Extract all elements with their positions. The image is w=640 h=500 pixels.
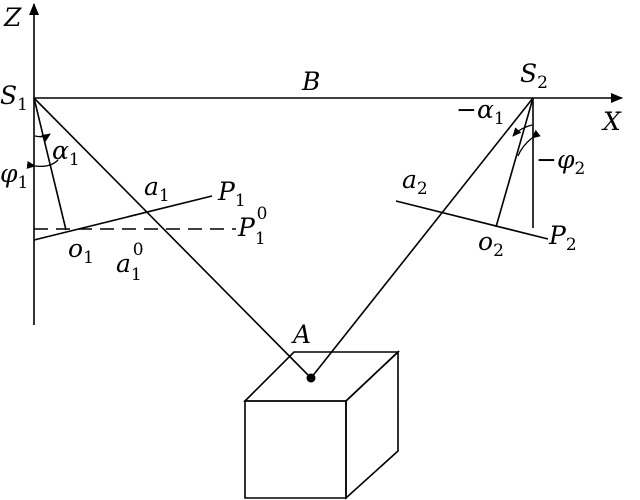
label-a2: a2 xyxy=(402,165,428,199)
label-alpha1-left: α1 xyxy=(52,136,80,170)
label-phi1: φ1 xyxy=(0,159,28,193)
label-phi2: −φ2 xyxy=(536,145,585,179)
label-o2: o2 xyxy=(478,227,504,261)
label-a1-0: a10 xyxy=(116,240,144,285)
principal-ray-s1-o1 xyxy=(33,97,67,231)
image-plane-p2 xyxy=(395,200,549,240)
label-o1: o1 xyxy=(68,234,94,268)
label-a: A xyxy=(291,320,311,349)
ray-s1-to-a xyxy=(33,97,312,379)
point-a-dot xyxy=(306,373,316,383)
z-axis-label: Z xyxy=(3,3,22,32)
label-a1: a1 xyxy=(144,172,170,206)
angle-arc-phi1 xyxy=(26,159,59,169)
cube-object xyxy=(243,350,401,500)
label-p1-0: P10 xyxy=(237,204,267,249)
angle-arc-alpha1-left xyxy=(34,133,51,142)
x-axis-label: X xyxy=(601,107,622,136)
label-s1: S1 xyxy=(0,81,28,115)
label-p2: P2 xyxy=(548,221,577,255)
principal-ray-s2-o2 xyxy=(495,97,534,228)
label-s2: S2 xyxy=(520,59,548,93)
angle-arc-phi2 xyxy=(517,129,541,157)
label-p1: P1 xyxy=(217,177,246,211)
image-plane-p1 xyxy=(33,195,213,241)
label-b: B xyxy=(301,67,320,96)
angle-arc-alpha1-right xyxy=(512,124,533,137)
label-alpha1-right: −α1 xyxy=(456,95,505,129)
ray-s2-to-a xyxy=(310,97,534,379)
